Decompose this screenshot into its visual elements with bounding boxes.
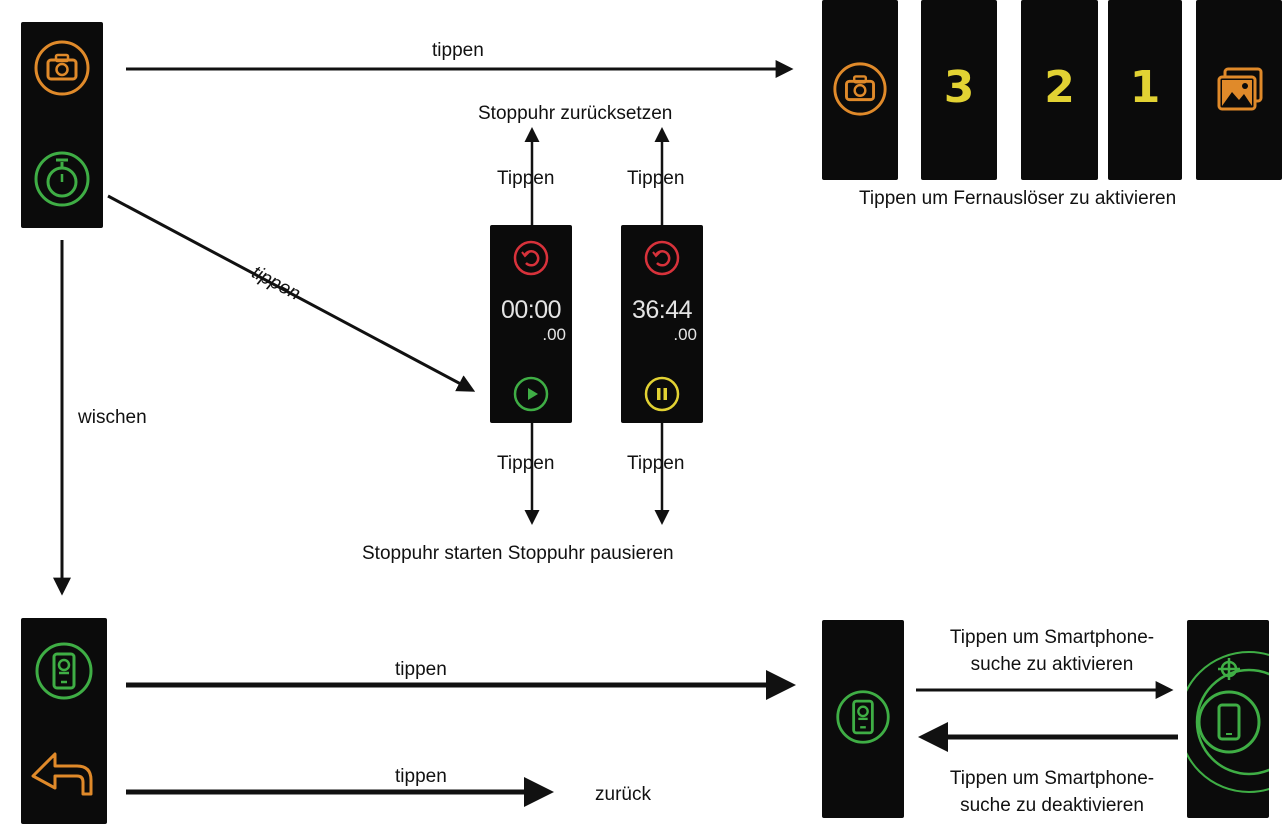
- countdown-screen-1: 1: [1108, 0, 1182, 180]
- label-tap-camera: tippen: [432, 40, 484, 61]
- camera-icon[interactable]: [831, 60, 889, 118]
- label-deactivate-line1: Tippen um Smartphone-: [949, 768, 1155, 789]
- reset-icon[interactable]: [643, 239, 681, 277]
- countdown-screen-3: 3: [921, 0, 997, 180]
- countdown-screen-2: 2: [1021, 0, 1098, 180]
- gallery-icon[interactable]: [1214, 64, 1266, 116]
- label-swipe: wischen: [78, 407, 147, 428]
- label-start-pause: Stoppuhr starten Stoppuhr pausieren: [362, 543, 674, 564]
- back-arrow-icon[interactable]: [29, 746, 99, 806]
- arrow-stopwatch-to-timer: [107, 194, 476, 392]
- phone-icon[interactable]: [1217, 703, 1241, 741]
- stopwatch-icon[interactable]: [32, 146, 92, 208]
- find-phone-screen: [822, 620, 904, 818]
- timer-fraction-running: .00: [673, 325, 697, 344]
- label-remote-shutter: Tippen um Fernauslöser zu aktivieren: [859, 188, 1177, 209]
- stopwatch-screen-initial: 00:00 .00: [490, 225, 572, 423]
- find-phone-icon[interactable]: [834, 688, 892, 746]
- timer-display-initial: 00:00: [500, 296, 562, 324]
- reset-icon[interactable]: [512, 239, 550, 277]
- label-deactivate-line2: suche zu deaktivieren: [960, 795, 1144, 816]
- timer-display-running: 36:44: [631, 296, 693, 324]
- stopwatch-screen-running: 36:44 .00: [621, 225, 703, 423]
- search-rings: [1187, 651, 1269, 793]
- label-activate-search: Tippen um Smartphone- suche zu aktiviere…: [920, 624, 1184, 678]
- countdown-digit-1: 1: [1129, 62, 1161, 113]
- timer-fraction-initial: .00: [542, 325, 566, 344]
- label-reset-stopwatch: Stoppuhr zurücksetzen: [478, 103, 673, 124]
- crosshair-icon: [1216, 656, 1242, 682]
- label-deactivate-search: Tippen um Smartphone- suche zu deaktivie…: [920, 765, 1184, 819]
- label-tap-start: Tippen: [497, 453, 555, 474]
- label-tap-back: tippen: [395, 766, 447, 787]
- label-tap-reset-1: Tippen: [497, 168, 555, 189]
- camera-icon[interactable]: [32, 38, 92, 98]
- searching-phone-screen: [1187, 620, 1269, 818]
- label-activate-line2: suche zu aktivieren: [970, 654, 1134, 675]
- label-activate-line1: Tippen um Smartphone-: [949, 627, 1155, 648]
- camera-screen: [822, 0, 898, 180]
- label-tap-pause: Tippen: [627, 453, 685, 474]
- label-tap-phone: tippen: [395, 659, 447, 680]
- countdown-digit-2: 2: [1044, 62, 1075, 113]
- play-icon[interactable]: [512, 375, 550, 413]
- menu-panel-top: [21, 22, 103, 228]
- countdown-digit-3: 3: [943, 62, 975, 113]
- find-phone-icon[interactable]: [33, 640, 95, 702]
- menu-panel-bottom: [21, 618, 107, 824]
- pause-icon[interactable]: [643, 375, 681, 413]
- label-tap-reset-2: Tippen: [627, 168, 685, 189]
- label-back: zurück: [595, 784, 651, 805]
- gallery-screen: [1196, 0, 1282, 180]
